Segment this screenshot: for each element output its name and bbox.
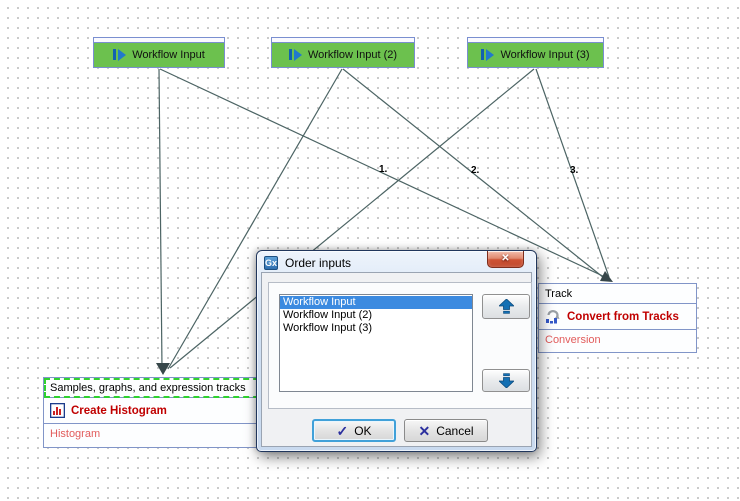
workflow-input-label: Workflow Input (2)	[307, 48, 398, 61]
close-icon: ✕	[501, 253, 510, 264]
workflow-input-node-3[interactable]: Workflow Input (3)	[467, 37, 604, 68]
dialog-title: Order inputs	[285, 256, 352, 270]
histogram-tool-label: Create Histogram	[71, 404, 167, 417]
cancel-button[interactable]: ✕ Cancel	[404, 419, 488, 442]
input-node-header-strip	[94, 38, 224, 43]
histogram-tool-row[interactable]: Create Histogram	[44, 398, 289, 424]
histogram-icon	[50, 403, 65, 418]
ok-button[interactable]: ✓ OK	[312, 419, 396, 442]
cross-icon: ✕	[418, 422, 431, 439]
workflow-input-node-1[interactable]: Workflow Input	[93, 37, 225, 68]
convert-from-tracks-node[interactable]: Track Convert from Tracks Conversion	[538, 283, 697, 353]
order-inputs-dialog: Gx Order inputs ✕ Workflow Input Workflo…	[256, 250, 537, 452]
convert-tool-label: Convert from Tracks	[567, 310, 679, 323]
arrow-down-icon	[498, 373, 514, 388]
histogram-output-channel[interactable]: Histogram	[50, 428, 101, 440]
arrowhead-convert	[600, 271, 613, 282]
order-list-item[interactable]: Workflow Input	[280, 296, 472, 309]
app-gx-icon: Gx	[264, 256, 278, 270]
edge-input3-convert	[535, 68, 610, 278]
check-icon: ✓	[336, 422, 349, 439]
workflow-input-icon	[288, 48, 302, 61]
ok-button-label: OK	[354, 423, 372, 438]
edge-input2-histogram	[167, 68, 343, 370]
order-panel: Workflow Input Workflow Input (2) Workfl…	[268, 282, 532, 409]
workflow-input-icon	[113, 48, 127, 61]
convert-output-channel[interactable]: Conversion	[545, 334, 601, 346]
edge-input1-histogram	[158, 68, 163, 370]
inputs-listbox[interactable]: Workflow Input Workflow Input (2) Workfl…	[279, 294, 473, 392]
edge-input3-histogram	[169, 68, 535, 369]
edge-order-label-3: 3.	[570, 165, 579, 176]
convert-input-channel[interactable]: Track	[539, 284, 696, 304]
convert-tool-row[interactable]: Convert from Tracks	[539, 304, 696, 330]
move-down-button[interactable]	[482, 369, 530, 392]
order-list-item[interactable]: Workflow Input (3)	[283, 322, 373, 334]
convert-from-tracks-icon	[545, 309, 561, 324]
order-list-item[interactable]: Workflow Input (2)	[283, 309, 373, 321]
create-histogram-node[interactable]: Samples, graphs, and expression tracks C…	[43, 377, 290, 448]
workflow-input-node-2[interactable]: Workflow Input (2)	[271, 37, 415, 68]
close-button[interactable]: ✕	[487, 251, 524, 268]
edge-order-label-1: 1.	[379, 164, 388, 175]
dialog-content: Workflow Input Workflow Input (2) Workfl…	[261, 272, 532, 447]
dialog-titlebar[interactable]: Gx Order inputs ✕	[257, 251, 536, 272]
input-node-header-strip	[468, 38, 603, 43]
move-up-button[interactable]	[482, 294, 530, 319]
workflow-input-label: Workflow Input	[132, 48, 205, 61]
arrowhead-histogram	[156, 363, 170, 375]
workflow-input-label: Workflow Input (3)	[500, 48, 590, 61]
edge-order-label-2: 2.	[471, 165, 480, 176]
workflow-input-icon	[481, 48, 495, 61]
arrow-up-icon	[498, 299, 514, 314]
edge-input2-convert	[342, 68, 605, 279]
histogram-input-channel[interactable]: Samples, graphs, and expression tracks	[44, 378, 289, 398]
edge-input1-convert	[159, 68, 606, 278]
input-node-header-strip	[272, 38, 414, 43]
cancel-button-label: Cancel	[436, 423, 474, 438]
